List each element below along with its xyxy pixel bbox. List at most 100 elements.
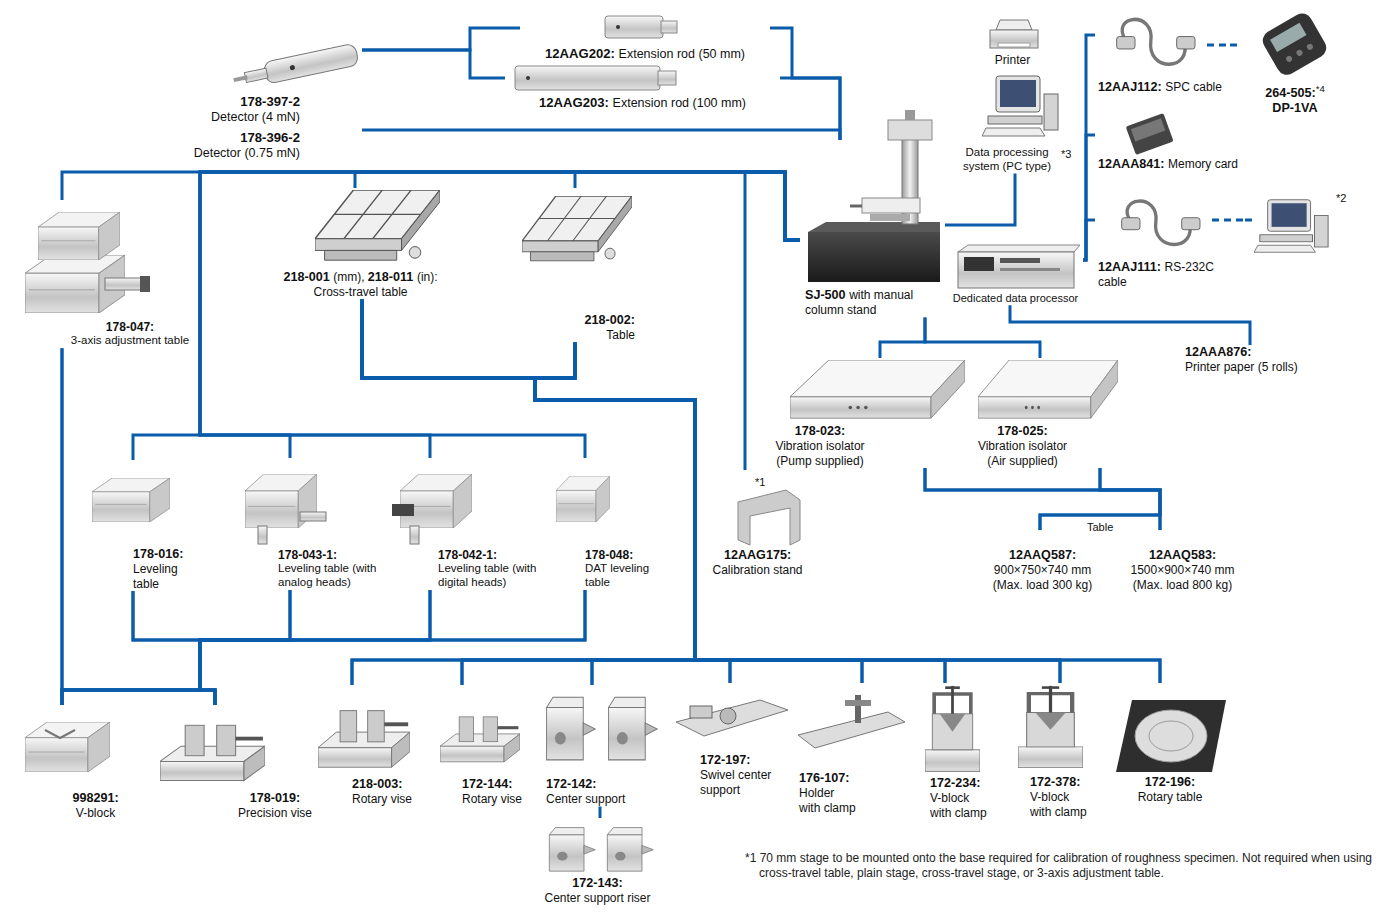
part-number: 172-144: — [462, 777, 527, 792]
sj500-illustration — [808, 110, 940, 282]
part-name: (mm), — [333, 270, 364, 284]
label-group: 12AAA841:Memory card — [1095, 157, 1260, 172]
part-number: 12AAG202: — [545, 46, 615, 61]
connector-line — [200, 590, 430, 705]
spc-cable-illustration — [1117, 19, 1195, 64]
data-processor-illustration — [958, 245, 1080, 288]
connector-line — [1245, 219, 1252, 222]
product-item: 172-143:Center support riser — [535, 818, 660, 906]
part-number: 172-196: — [1120, 775, 1220, 790]
leveling-table-illustration — [92, 478, 170, 522]
label-group: 12AAA876:Printer paper (5 rolls) — [1180, 345, 1315, 375]
connector-line — [362, 300, 945, 684]
part-name: Memory card — [1168, 157, 1238, 171]
part-number: 178-397-2 — [180, 94, 300, 110]
connector-line — [362, 300, 695, 686]
connector-line — [62, 172, 800, 240]
center-support-illustration — [609, 697, 658, 760]
part-number: 218-002: — [515, 313, 635, 328]
part-name: 900×750×740 mm (Max. load 300 kg) — [983, 563, 1102, 592]
product-item: 172-144:Rotary vise — [432, 685, 527, 807]
part-number: 178-023: — [765, 424, 875, 439]
part-name: Extension rod (50 mm) — [619, 47, 745, 61]
connector-line — [1083, 35, 1095, 260]
table-illustration — [522, 196, 632, 261]
connector-line — [362, 300, 730, 684]
part-number: 12AAG175: — [705, 548, 810, 563]
part-number: 12AAA876: — [1185, 345, 1315, 360]
label-group: 172-234:V-block with clamp — [915, 776, 1005, 820]
connector-line — [200, 172, 800, 458]
part-number: 218-001 — [283, 270, 329, 284]
label-group: 12AAJ112:SPC cable — [1095, 80, 1230, 95]
part-name: Calibration stand — [705, 563, 810, 577]
connector-line — [362, 130, 840, 140]
center-riser-illustration — [607, 828, 653, 872]
connector-line — [575, 172, 800, 240]
label-group: 172-197:Swivel center support — [670, 753, 790, 797]
connector-line — [200, 590, 290, 705]
label-group: 178-042-1:Leveling table (with digital h… — [388, 548, 546, 590]
dashed-link — [1212, 219, 1245, 222]
label-group: 218-001(mm),218-011(in):Cross-travel tab… — [268, 270, 453, 300]
connector-line — [362, 300, 862, 684]
part-name: Table — [515, 328, 635, 342]
part-name: 1500×900×740 mm (Max. load 800 kg) — [1118, 563, 1247, 592]
label-group: 176-107:Holder with clamp — [797, 771, 907, 815]
connector-line — [1083, 135, 1095, 260]
part-number: 178-025: — [970, 424, 1075, 439]
cross-travel-table-illustration — [315, 190, 440, 260]
connector-line — [62, 590, 290, 705]
label-group: 178-043-1:Leveling table (with analog he… — [235, 548, 385, 590]
part-number: 12AAQ587: — [983, 548, 1102, 563]
product-item: 172-378:V-block with clamp — [1010, 683, 1105, 819]
product-item: 178-016:Leveling table — [88, 460, 198, 591]
dashed-link — [1207, 44, 1230, 47]
part-number: 178-396-2 — [180, 130, 300, 146]
part-name: Extension rod (100 mm) — [613, 96, 746, 110]
part-number: 12AAG203: — [539, 95, 609, 110]
note-marker: *2 — [1336, 192, 1346, 205]
part-number: 12AAJ112: — [1098, 80, 1162, 94]
connector-line — [352, 343, 695, 686]
part-number: 264-505: — [1265, 86, 1315, 100]
label-group: 178-016:Leveling table — [88, 547, 198, 591]
connector-line — [535, 343, 862, 684]
swivel-support-illustration — [676, 700, 788, 736]
connector-line — [200, 172, 800, 458]
label-group: 172-144:Rotary vise — [432, 777, 527, 807]
label-group: 178-025:Vibration isolator (Air supplied… — [970, 424, 1120, 468]
pc-illustration — [1254, 200, 1328, 253]
connector-line — [362, 300, 1160, 684]
product-item: 998291:V-block — [18, 705, 133, 821]
label-group: Printer — [975, 53, 1050, 67]
vise-illustration — [160, 725, 265, 780]
label-group: 172-142:Center support — [538, 777, 668, 807]
footnote: *1 70 mm stage to be mounted onto the ba… — [745, 851, 1385, 881]
connector-line — [599, 807, 602, 819]
part-number: 178-047: — [65, 320, 195, 334]
label-group: 172-378:V-block with clamp — [1010, 775, 1105, 819]
label-group: 178-023:Vibration isolator (Pump supplie… — [765, 424, 970, 468]
label-group: 12AAQ583:1500×900×740 mm (Max. load 800 … — [1110, 548, 1255, 592]
part-number: 12AAJ111: — [1098, 260, 1161, 274]
connector-line — [1010, 305, 1250, 345]
connector-line — [352, 300, 695, 686]
connector-line — [535, 343, 1160, 684]
isolator-illustration — [978, 360, 1118, 418]
part-number: DP-1VA — [1240, 101, 1350, 116]
center-riser-illustration — [549, 828, 595, 872]
part-name: Precision vise — [235, 806, 315, 820]
product-item: 178-042-1:Leveling table (with digital h… — [388, 458, 546, 590]
part-number: 172-234: — [930, 776, 990, 791]
part-number: SJ-500 — [805, 288, 846, 302]
part-name: Cross-travel table — [268, 285, 453, 299]
connector-line — [1230, 44, 1240, 47]
product-item: 12AAG203: Extension rod (100 mm) — [505, 60, 780, 111]
product-item: 12AAG175:Calibration stand*1 — [705, 470, 810, 578]
part-name: Rotary vise — [462, 792, 527, 806]
part-number: 998291: — [58, 791, 133, 806]
part-number: 178-048: — [585, 548, 665, 562]
v-block-clamp-illustration — [1018, 686, 1083, 768]
part-number: 172-197: — [700, 753, 790, 768]
